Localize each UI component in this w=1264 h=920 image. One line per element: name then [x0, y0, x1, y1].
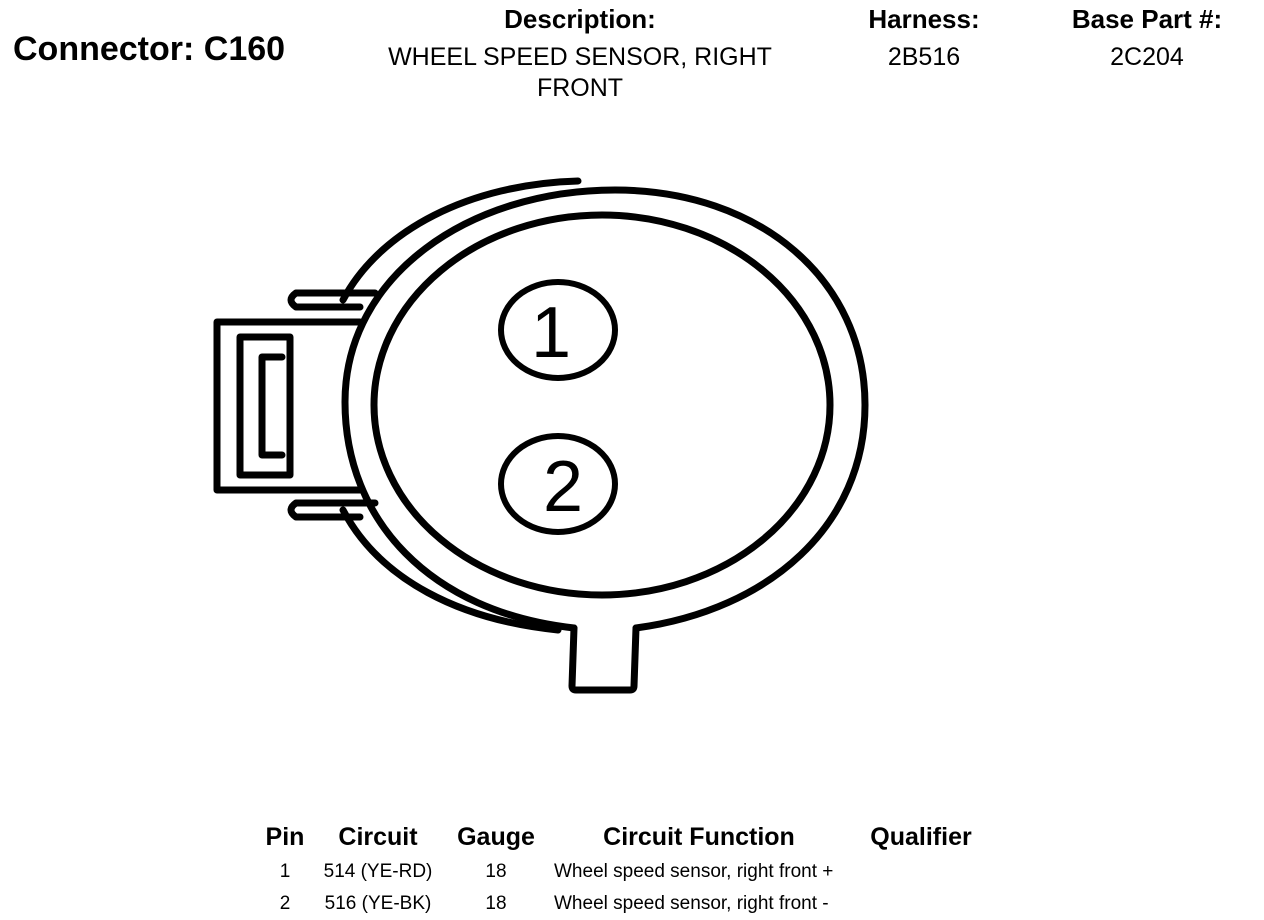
column-header-gauge: Gauge [457, 822, 535, 851]
latch-rail-bottom [287, 499, 379, 521]
pin-table: Pin Circuit Gauge Circuit Function Quali… [258, 818, 992, 920]
circuit-cell: 516 (YE-BK) [324, 893, 432, 914]
pin-cell: 2 [279, 893, 291, 914]
function-cell: Wheel speed sensor, right front - [554, 893, 829, 914]
connector-face-diagram: 1 2 [213, 177, 869, 694]
connector-inner-face [370, 211, 834, 599]
pin-cavity-1 [498, 279, 618, 381]
harness-label: Harness: [868, 4, 980, 34]
gauge-cell: 18 [485, 861, 507, 882]
gauge-cell: 18 [485, 893, 507, 914]
pin-cavity-2 [498, 433, 618, 535]
table-row: 2 516 (YE-BK) 18 Wheel speed sensor, rig… [258, 888, 992, 920]
pin-table-header-row: Pin Circuit Gauge Circuit Function Quali… [258, 818, 992, 856]
qualifier-cell [850, 856, 992, 888]
latch-middle [236, 333, 294, 479]
column-header-qualifier: Qualifier [870, 822, 972, 851]
table-row: 1 514 (YE-RD) 18 Wheel speed sensor, rig… [258, 856, 992, 888]
connector-title: Connector: C160 [13, 30, 286, 68]
connector-outer-shell [339, 177, 582, 634]
qualifier-cell [850, 888, 992, 920]
connector-body-ring [341, 186, 869, 632]
base-part-label: Base Part #: [1071, 4, 1223, 34]
description-label: Description: [504, 4, 656, 34]
base-part-value: 2C204 [1110, 43, 1184, 71]
connector-key-tab [568, 624, 640, 694]
circuit-cell: 514 (YE-RD) [323, 861, 433, 882]
latch-outer [213, 318, 364, 494]
function-cell: Wheel speed sensor, right front + [554, 861, 834, 882]
latch-rail-top [287, 289, 379, 311]
harness-value: 2B516 [887, 43, 961, 71]
pin-cell: 1 [279, 861, 291, 882]
column-header-pin: Pin [265, 822, 305, 851]
column-header-circuit-function: Circuit Function [603, 822, 795, 851]
latch-inner [258, 353, 286, 459]
pin-label-2: 2 [543, 447, 583, 527]
description-value: WHEEL SPEED SENSOR, RIGHT FRONT [388, 43, 772, 102]
pin-label-1: 1 [531, 293, 571, 373]
column-header-circuit: Circuit [338, 822, 418, 851]
